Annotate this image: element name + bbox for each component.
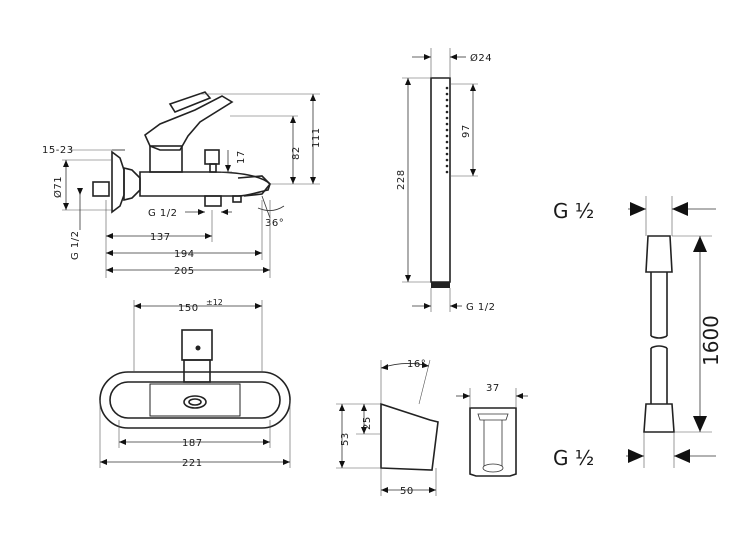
- mixer-front-indicator: [195, 345, 201, 351]
- hand-shower-nozzles: [445, 86, 449, 174]
- dim-16-label: 16°: [407, 359, 426, 370]
- dim-hand-shower-g12-label: G 1/2: [466, 302, 496, 313]
- dim-111-label: 111: [311, 127, 322, 148]
- dim-37-label: 37: [486, 383, 500, 394]
- mixer-bottom-outlet: [204, 195, 222, 207]
- dim-25-label: 25: [362, 416, 373, 430]
- dim-tolerance-label: ±12: [206, 298, 223, 307]
- dim-53-label: 53: [340, 432, 351, 446]
- dim-15-23-label: 15-23: [42, 145, 74, 156]
- dim-137-label: 137: [150, 232, 171, 243]
- mixer-body: [139, 171, 271, 197]
- mixer-aerator: [232, 195, 242, 203]
- dim-187-label: 187: [182, 438, 203, 449]
- hand-shower-body: [430, 77, 451, 283]
- mixer-escutcheon: [123, 166, 141, 202]
- dim-hose-g12-bottom-label: G ½: [553, 446, 594, 470]
- dim-221-label: 221: [182, 458, 203, 469]
- holder-side-view: 16° 53 25 50: [336, 359, 439, 497]
- holder-front-body: [469, 407, 517, 477]
- mixer-lever-top: [168, 91, 212, 113]
- mixer-front-body: [99, 371, 291, 429]
- mixer-connector: [92, 181, 110, 197]
- dim-hose-g12-top-label: G ½: [553, 199, 594, 223]
- mixer-wall-plate: [111, 150, 125, 214]
- dim-71-label: Ø71: [52, 176, 64, 198]
- holder-side-body: [380, 402, 439, 471]
- hand-shower: Ø24 97 228 G 1/2: [396, 48, 496, 313]
- mixer-front-view: 150 ±12 187 221: [99, 298, 291, 469]
- mixer-front-neck: [183, 359, 211, 383]
- dim-17-label: 17: [236, 150, 247, 164]
- mixer-cartridge: [149, 145, 183, 173]
- mixer-diverter-stem: [209, 163, 217, 173]
- mixer-front-cartridge: [181, 329, 213, 361]
- dim-36-label: 36°: [265, 218, 284, 229]
- hose-top-nut: [645, 235, 673, 273]
- dim-228-label: 228: [396, 169, 407, 190]
- dim-1600-label: 1600: [699, 315, 723, 366]
- dim-50-label: 50: [400, 486, 414, 497]
- dim-g12-bottom-label: G 1/2: [148, 208, 178, 219]
- mixer-side-view: 15-23 Ø71 G 1/2 G 1/2 17 36°: [42, 91, 322, 278]
- dim-205-label: 205: [174, 266, 195, 277]
- hose-bottom-nut: [643, 403, 675, 433]
- hand-shower-connector: [431, 282, 450, 288]
- dim-82-label: 82: [291, 146, 302, 160]
- mixer-lever: [144, 95, 234, 151]
- dim-97-label: 97: [461, 124, 472, 138]
- dim-24-label: Ø24: [470, 52, 492, 64]
- dim-150-label: 150: [178, 303, 199, 314]
- mixer-front-outlet: [183, 395, 207, 409]
- holder-front-view: 37: [456, 383, 528, 477]
- dim-g12-left-label: G 1/2: [70, 230, 81, 260]
- mixer-diverter: [204, 149, 220, 165]
- shower-hose: G ½ 1600 G ½: [553, 196, 723, 470]
- dim-194-label: 194: [174, 249, 195, 260]
